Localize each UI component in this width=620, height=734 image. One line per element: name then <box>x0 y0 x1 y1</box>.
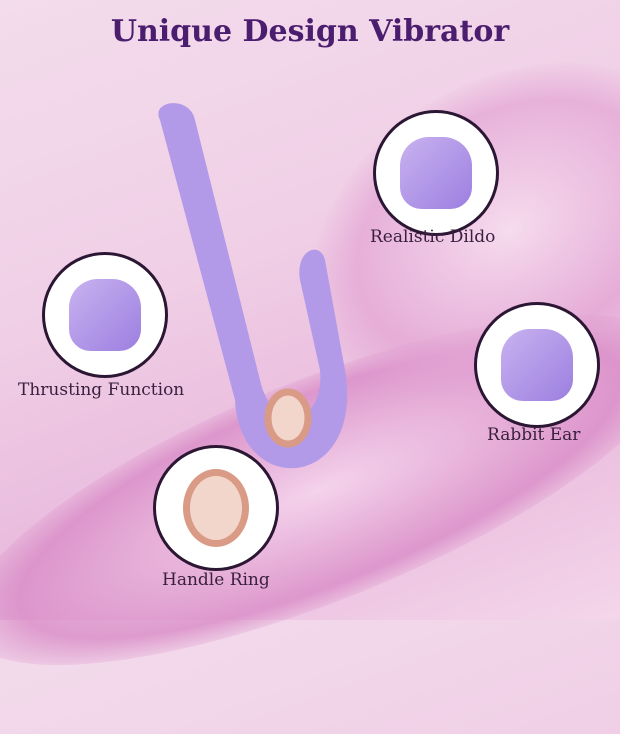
feature-image <box>69 279 141 351</box>
page-title: Unique Design Vibrator <box>110 14 510 49</box>
feature-circle-thrusting-function <box>42 252 168 378</box>
feature-label-realistic-dildo: Realistic Dildo <box>370 227 496 247</box>
feature-image <box>501 329 573 401</box>
product-illustration <box>158 103 348 469</box>
feature-circle-rabbit-ear <box>474 302 600 428</box>
feature-circle-realistic-dildo <box>373 110 499 236</box>
feature-label-rabbit-ear: Rabbit Ear <box>487 425 581 445</box>
feature-label-handle-ring: Handle Ring <box>162 570 270 590</box>
feature-image <box>183 469 249 547</box>
feature-circle-handle-ring <box>153 445 279 571</box>
feature-label-thrusting-function: Thrusting Function <box>18 380 185 400</box>
feature-image <box>400 137 472 209</box>
